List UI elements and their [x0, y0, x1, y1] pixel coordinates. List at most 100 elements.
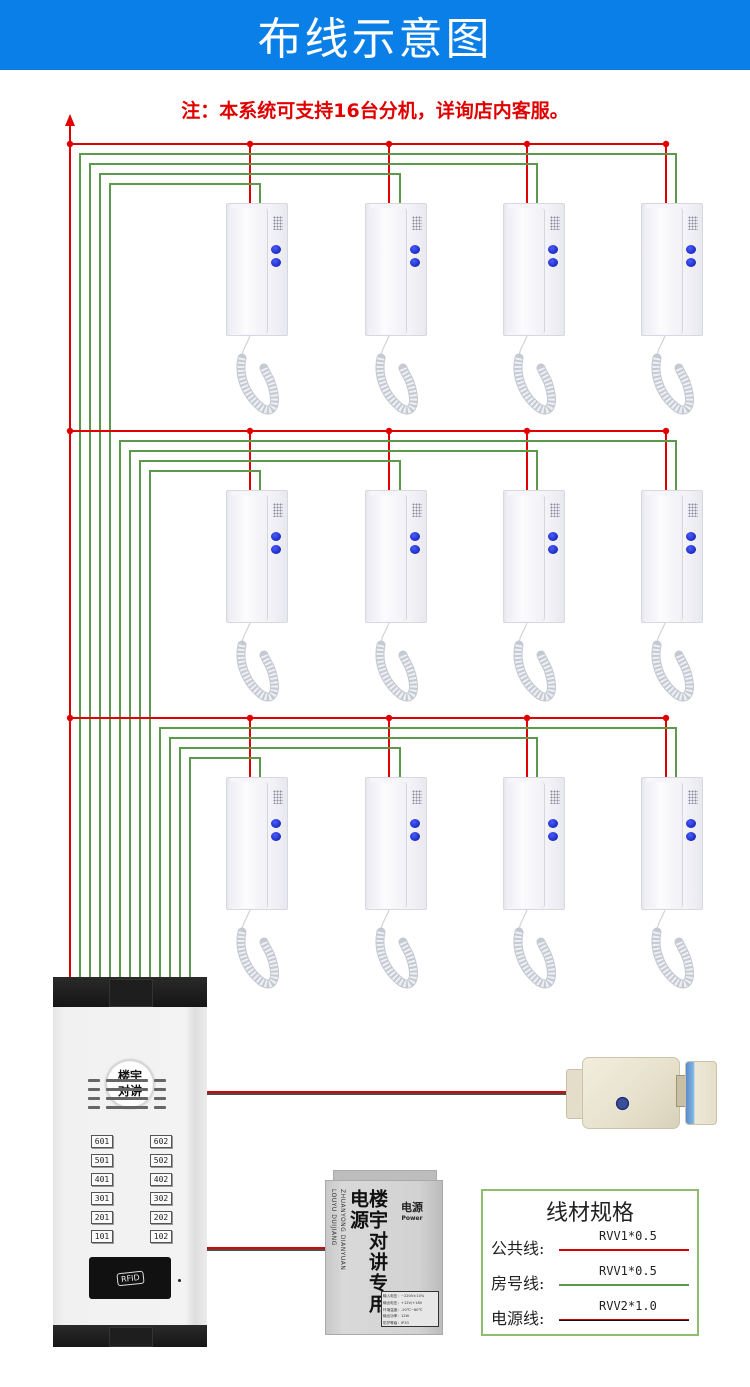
room-wire	[159, 727, 677, 977]
phone-speaker-grille	[688, 216, 698, 230]
phone-call-button[interactable]	[686, 545, 696, 554]
page-title: 布线示意图	[257, 14, 493, 65]
spec-title: 线材规格	[545, 1201, 634, 1226]
indoor-phone	[503, 203, 565, 423]
phone-body	[503, 777, 565, 910]
indoor-phone	[226, 203, 288, 423]
psu-pinyin-2: ZHUANYONG DIANYUAN	[339, 1189, 346, 1271]
room-button-302[interactable]: 302	[150, 1192, 172, 1205]
indoor-phone	[641, 777, 703, 997]
phone-unlock-button[interactable]	[271, 819, 281, 828]
psu-title: 楼宇对讲专用电源	[347, 1189, 388, 1315]
coiled-cord-icon	[236, 336, 279, 415]
phone-unlock-button[interactable]	[548, 819, 558, 828]
phone-call-button[interactable]	[410, 545, 420, 554]
coiled-cord-icon	[375, 910, 418, 989]
rfid-reader[interactable]: RFID	[89, 1257, 171, 1299]
phone-call-button[interactable]	[548, 545, 558, 554]
phone-body	[365, 203, 427, 336]
phone-handset[interactable]	[646, 208, 683, 334]
phone-unlock-button[interactable]	[271, 532, 281, 541]
phone-handset[interactable]	[646, 495, 683, 621]
spec-row-common: 公共线: RVV1*0.5	[491, 1229, 695, 1259]
coiled-cord-icon	[236, 910, 279, 989]
psu-power-en: Power	[401, 1215, 423, 1222]
room-wire	[119, 440, 677, 977]
indoor-phone	[503, 777, 565, 997]
room-button-grid: 601 602 501 502 401 402 301 302 201 202 101 102	[53, 1007, 207, 1247]
psu-spec-line: 防护等级：IP33	[383, 1321, 409, 1326]
phone-unlock-button[interactable]	[410, 245, 420, 254]
room-button-401[interactable]: 401	[91, 1173, 113, 1186]
indoor-phone	[365, 203, 427, 423]
phone-call-button[interactable]	[686, 832, 696, 841]
phone-body	[226, 777, 288, 910]
junction-dot	[66, 140, 74, 148]
coiled-cord-icon	[651, 336, 694, 415]
electric-lock	[560, 1057, 720, 1129]
phone-handset[interactable]	[231, 208, 268, 334]
room-button-402[interactable]: 402	[150, 1173, 172, 1186]
phone-unlock-button[interactable]	[410, 532, 420, 541]
phone-call-button[interactable]	[271, 832, 281, 841]
cable-spec-table: 线材规格 公共线: RVV1*0.5 房号线: RVV1*0.5 电源线: RV…	[481, 1189, 699, 1336]
phone-call-button[interactable]	[271, 545, 281, 554]
phone-unlock-button[interactable]	[410, 819, 420, 828]
spec-row-room: 房号线: RVV1*0.5	[491, 1264, 695, 1294]
phone-speaker-grille	[273, 790, 283, 804]
phone-call-button[interactable]	[410, 832, 420, 841]
phone-call-button[interactable]	[686, 258, 696, 267]
phone-speaker-grille	[550, 503, 560, 517]
room-button-201[interactable]: 201	[91, 1211, 113, 1224]
phone-call-button[interactable]	[410, 258, 420, 267]
spec-value: RVV1*0.5	[599, 1229, 657, 1243]
phone-handset[interactable]	[370, 208, 407, 334]
room-wire	[189, 757, 261, 977]
room-button-602[interactable]: 602	[150, 1135, 172, 1148]
phone-unlock-button[interactable]	[271, 245, 281, 254]
header-banner: 布线示意图	[0, 0, 750, 70]
lock-strike-plate	[685, 1061, 717, 1125]
indicator-led	[178, 1279, 181, 1282]
indoor-phone	[503, 490, 565, 710]
phone-handset[interactable]	[231, 782, 268, 908]
room-button-202[interactable]: 202	[150, 1211, 172, 1224]
room-wire	[89, 163, 538, 977]
psu-power-label: 电源 Power	[392, 1199, 432, 1222]
phone-unlock-button[interactable]	[686, 245, 696, 254]
room-button-301[interactable]: 301	[91, 1192, 113, 1205]
phone-call-button[interactable]	[548, 832, 558, 841]
door-station-top-cap	[53, 977, 207, 1007]
arrow-up-icon	[65, 114, 75, 126]
room-button-601[interactable]: 601	[91, 1135, 113, 1148]
phone-call-button[interactable]	[271, 258, 281, 267]
phone-handset[interactable]	[370, 495, 407, 621]
spec-value: RVV1*0.5	[599, 1264, 657, 1278]
indoor-phone	[365, 490, 427, 710]
phone-handset[interactable]	[231, 495, 268, 621]
phone-unlock-button[interactable]	[686, 819, 696, 828]
phone-speaker-grille	[550, 790, 560, 804]
coiled-cord-icon	[375, 623, 418, 702]
phone-handset[interactable]	[508, 495, 545, 621]
phone-handset[interactable]	[370, 782, 407, 908]
room-button-101[interactable]: 101	[91, 1230, 113, 1243]
phone-call-button[interactable]	[548, 258, 558, 267]
coiled-cord-icon	[375, 336, 418, 415]
room-button-502[interactable]: 502	[150, 1154, 172, 1167]
phone-handset[interactable]	[508, 782, 545, 908]
phone-speaker-grille	[688, 790, 698, 804]
phone-unlock-button[interactable]	[548, 245, 558, 254]
spec-line-green	[559, 1284, 689, 1286]
phone-handset[interactable]	[646, 782, 683, 908]
phone-handset[interactable]	[508, 208, 545, 334]
room-button-102[interactable]: 102	[150, 1230, 172, 1243]
phone-unlock-button[interactable]	[548, 532, 558, 541]
spec-label: 电源线:	[491, 1309, 545, 1328]
room-button-501[interactable]: 501	[91, 1154, 113, 1167]
coiled-cord-icon	[513, 910, 556, 989]
phone-unlock-button[interactable]	[686, 532, 696, 541]
